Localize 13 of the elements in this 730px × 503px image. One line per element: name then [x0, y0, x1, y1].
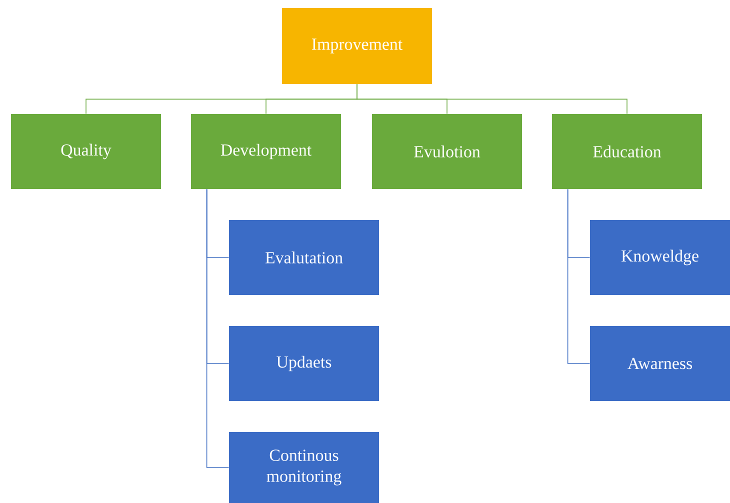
item-box: Knoweldge: [590, 220, 730, 295]
root-box: Improvement: [282, 8, 432, 84]
connector-line: [567, 188, 590, 364]
item-box: Continous monitoring: [229, 432, 379, 503]
category-box: Education: [552, 114, 702, 189]
category-box: Quality: [11, 114, 161, 189]
connector-line: [206, 188, 230, 468]
connector-line: [356, 84, 628, 114]
category-box: Development: [191, 114, 341, 189]
category-box: Evulotion: [372, 114, 522, 189]
item-box: Updaets: [229, 326, 379, 401]
item-box: Awarness: [590, 326, 730, 401]
item-box: Evalutation: [229, 220, 379, 295]
